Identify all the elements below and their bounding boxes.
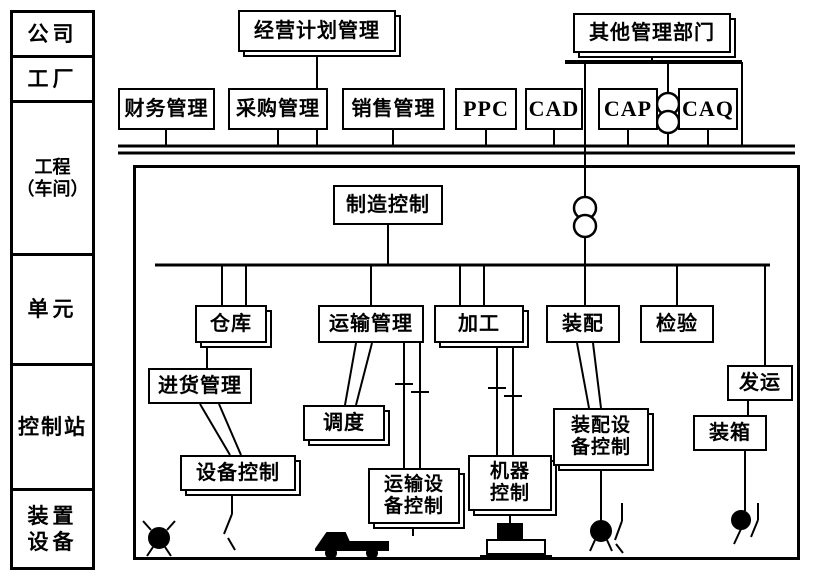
node-cap: CAP [598,88,658,130]
level-cell: 单元 [10,253,95,366]
node-warehouse: 仓库 [195,305,267,343]
node-sales-management: 销售管理 [342,88,445,130]
node-caq: CAQ [678,88,738,130]
level-factory: 工厂 [10,55,95,103]
packing-device-icon [731,503,759,545]
node-purchasing-management: 采购管理 [228,88,328,130]
node-transport-equipment-control: 运输设备控制 [368,468,460,524]
level-control-station: 控制站 [10,363,95,491]
machine-tool-icon [480,523,552,557]
factory-node-drops [165,130,709,146]
node-dispatch: 调度 [303,405,385,441]
device-links [223,451,746,551]
node-assembly: 装配 [546,305,620,343]
node-inspection: 检验 [640,305,714,343]
node-ppc: PPC [455,88,517,130]
workshop-boundary-box [133,165,800,560]
main-bus [118,144,795,155]
node-shipping: 发运 [727,365,793,401]
cell-bus [155,225,770,365]
robot-icon [142,520,176,557]
node-equipment-control: 设备控制 [180,455,296,491]
node-business-planning-management: 经营计划管理 [238,10,396,52]
network-coupler-icon [572,195,598,239]
node-other-management-departments: 其他管理部门 [573,13,731,53]
node-manufacturing-control: 制造控制 [333,185,443,225]
node-assembly-equipment-control: 装配设备控制 [553,408,649,466]
node-packing: 装箱 [693,415,767,451]
node-incoming-goods-management: 进货管理 [148,368,252,404]
node-machining: 加工 [434,305,524,343]
node-machine-control: 机器控制 [468,455,552,511]
node-cad: CAD [525,88,583,130]
level-device: 装置 设备 [10,488,95,570]
level-workshop: 工程 （车间） [10,100,95,256]
node-transport-management: 运输管理 [318,305,424,343]
node-financial-management: 财务管理 [118,88,215,130]
assembly-robot-icon [589,503,624,554]
level-company: 公司 [10,10,95,58]
control-links [199,342,749,468]
network-coupler-icon [655,91,681,135]
